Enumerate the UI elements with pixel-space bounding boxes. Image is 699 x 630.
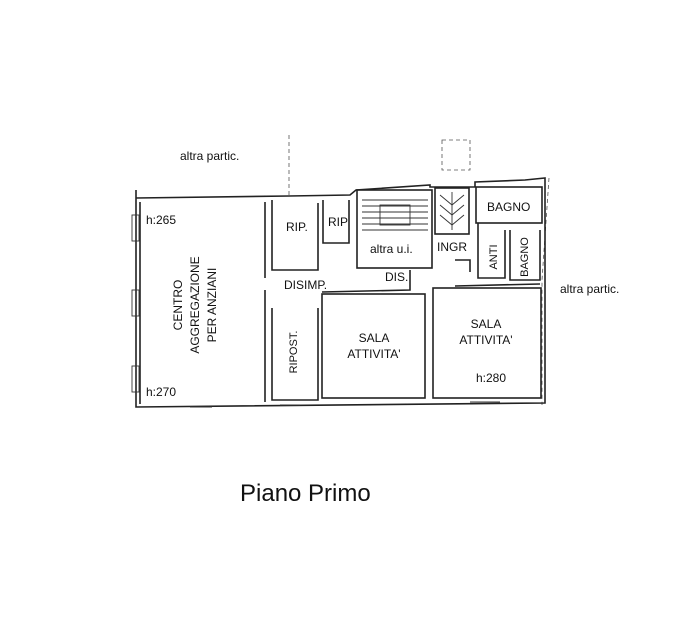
room-label-bagno2: BAGNO (519, 237, 531, 277)
stair-lines (362, 199, 428, 231)
room-label-anti: ANTI (488, 244, 500, 269)
room-label-rip1: RIP. (286, 220, 308, 234)
height-label-h270: h:270 (146, 385, 176, 399)
room-label-rip2: RIP (328, 215, 348, 229)
room-label-altra-ui: altra u.i. (370, 242, 413, 256)
plan-title: Piano Primo (240, 480, 371, 507)
room-label-centro-line2: AGGREGAZIONE (188, 256, 202, 353)
room-label-ripost: RIPOST. (288, 331, 300, 374)
room-label-disimp: DISIMP. (284, 278, 327, 292)
room-label-sala1-line2: ATTIVITA' (347, 347, 400, 361)
room-label-ingr: INGR (437, 240, 467, 254)
height-label-h265: h:265 (146, 213, 176, 227)
outer-walls (131, 177, 546, 408)
room-label-bagno1: BAGNO (487, 200, 530, 214)
neighbor-label-top: altra partic. (180, 149, 239, 163)
room-label-centro-line3: PER ANZIANI (205, 268, 219, 343)
room-label-centro: CENTRO AGGREGAZIONE PER ANZIANI (171, 256, 219, 353)
property-boundary-lines (288, 135, 550, 405)
internal-walls (264, 186, 543, 402)
room-label-sala2-line2: ATTIVITA' (459, 333, 512, 347)
room-label-sala1-line1: SALA (359, 331, 390, 345)
room-label-centro-line1: CENTRO (171, 280, 185, 331)
neighbor-label-right: altra partic. (560, 282, 619, 296)
room-label-dis: DIS. (385, 270, 408, 284)
height-label-h280: h:280 (476, 371, 506, 385)
room-label-sala2-line1: SALA (471, 317, 502, 331)
